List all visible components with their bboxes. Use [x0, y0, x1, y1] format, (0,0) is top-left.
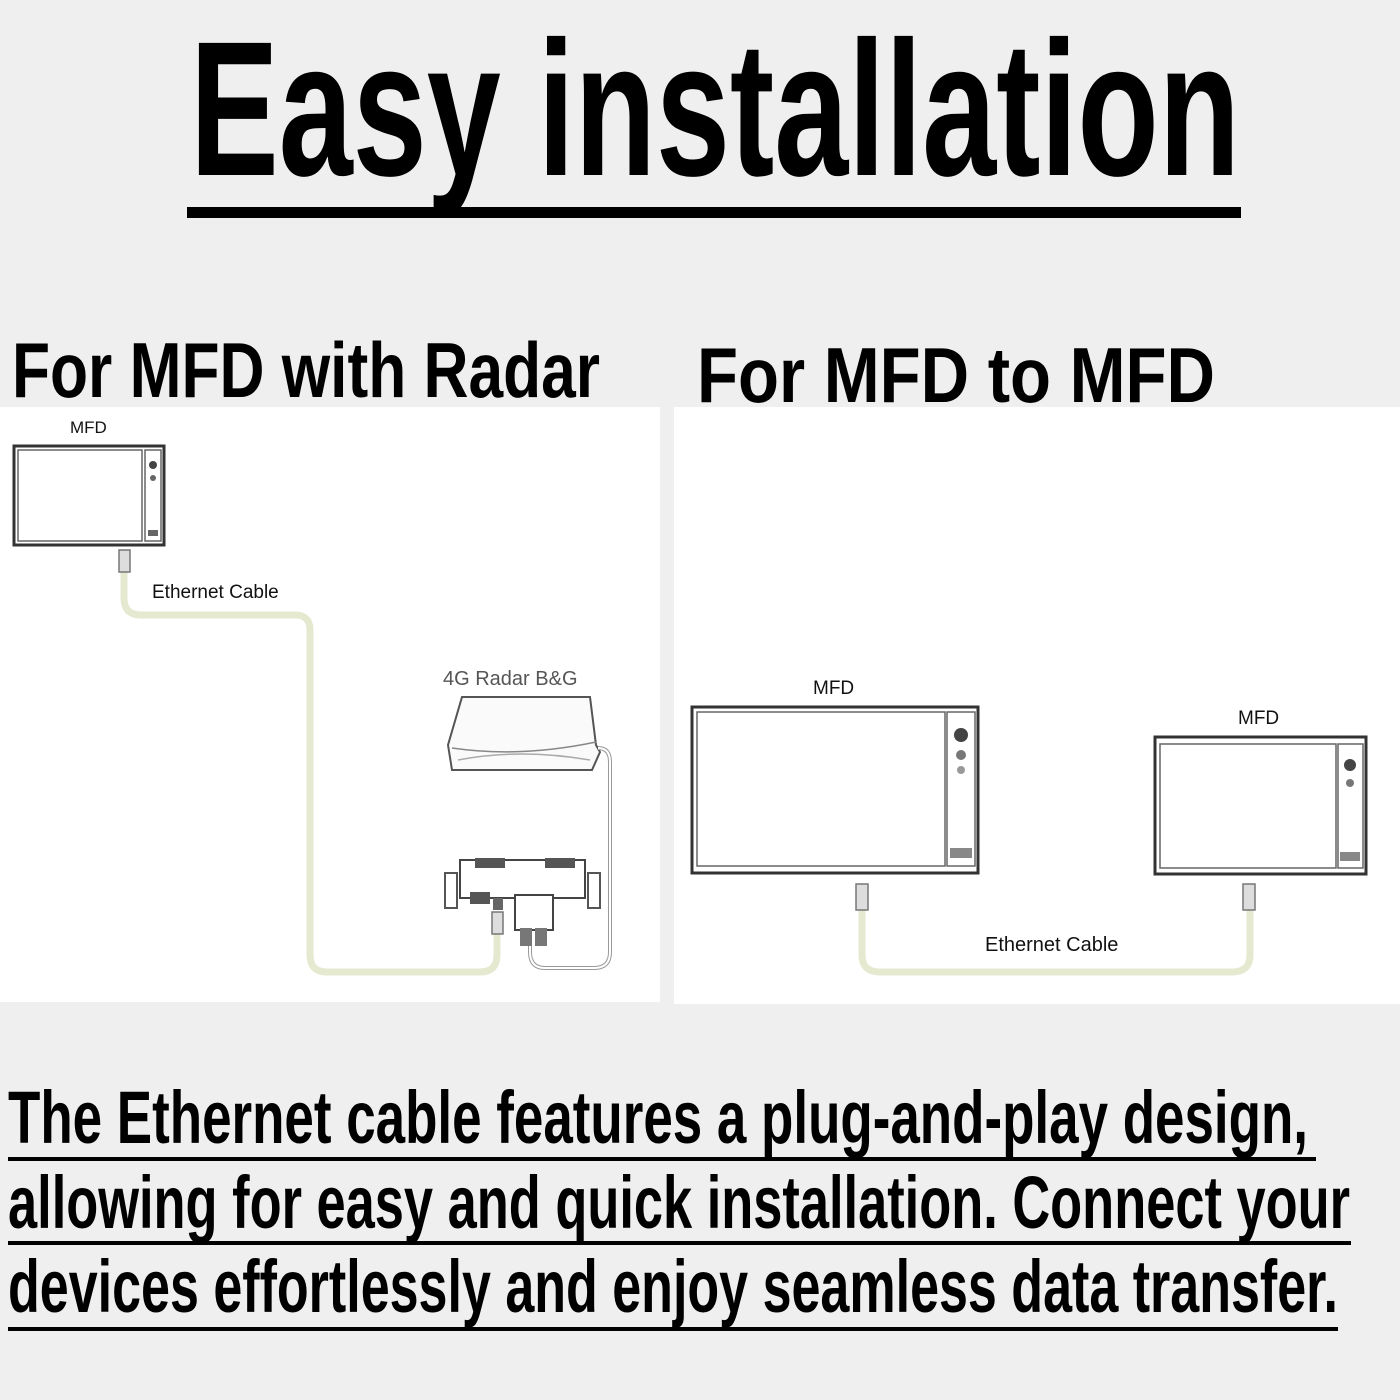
rj45-plug-icon	[491, 911, 504, 935]
description-line: allowing for easy and quick installation…	[8, 1161, 1350, 1244]
page-title: Easy installation	[190, 1, 1240, 216]
description-underline	[8, 1157, 1316, 1161]
title-underline	[187, 207, 1241, 218]
description-underline	[8, 1327, 1338, 1331]
radar-label: 4G Radar B&G	[443, 668, 578, 690]
mfd-device-icon	[690, 705, 980, 875]
ethernet-cable	[120, 568, 501, 976]
mfd-label: MFD	[1238, 708, 1279, 729]
ethernet-cable	[858, 906, 1254, 976]
radar-diagram-panel: MFD Ethernet Cable 4G Radar B&G	[0, 407, 660, 1002]
mfd-device-icon	[1153, 735, 1368, 876]
mfd-device-icon	[12, 444, 166, 547]
cable-label: Ethernet Cable	[152, 582, 279, 603]
left-heading: For MFD with Radar	[12, 326, 600, 414]
rj45-plug-icon	[118, 549, 131, 573]
description-line: devices effortlessly and enjoy seamless …	[8, 1245, 1338, 1328]
description-underline	[8, 1241, 1351, 1245]
cable-label: Ethernet Cable	[985, 934, 1118, 956]
radar-pedestal-icon	[444, 858, 601, 946]
right-heading: For MFD to MFD	[697, 331, 1215, 419]
mfd-to-mfd-diagram-panel: MFD MFD Ethernet Cable	[674, 407, 1400, 1004]
mfd-label: MFD	[70, 418, 107, 437]
rj45-plug-icon	[1242, 883, 1256, 911]
radar-dome-icon	[446, 696, 602, 771]
description-line: The Ethernet cable features a plug-and-p…	[8, 1076, 1308, 1159]
rj45-plug-icon	[855, 883, 869, 911]
mfd-label: MFD	[813, 678, 854, 699]
